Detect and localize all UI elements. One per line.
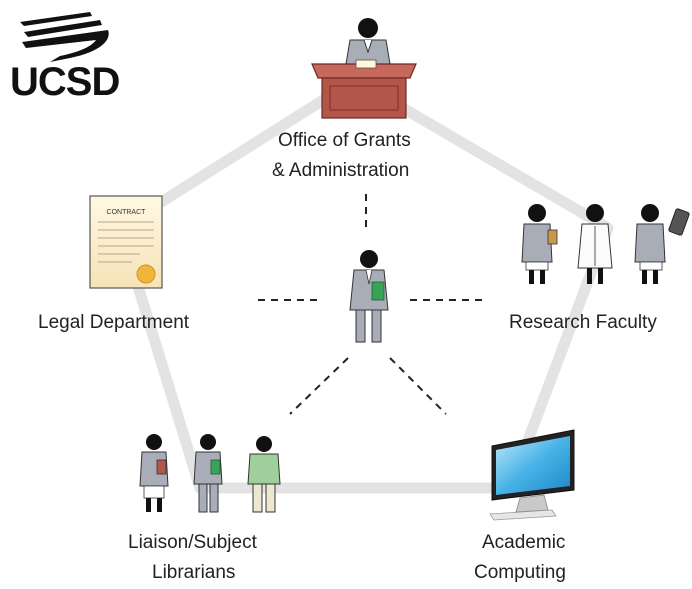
- grants-label-line2: & Administration: [272, 160, 410, 181]
- librarian-person-3: [247, 436, 281, 513]
- connector-librarians: [289, 357, 349, 415]
- grants-label-line1: Office of Grants: [278, 130, 411, 151]
- faculty-person-calculator: [634, 204, 690, 284]
- computer-monitor-icon: [489, 429, 575, 521]
- librarian-person-2: [193, 434, 223, 513]
- librarians-label-line1: Liaison/Subject: [128, 532, 257, 553]
- ucsd-logo-text: UCSD: [10, 60, 120, 104]
- dashed-connectors: [258, 194, 488, 415]
- faculty-person-clipboard: [521, 204, 558, 284]
- faculty-person-labcoat: [577, 204, 613, 284]
- legal-label: Legal Department: [38, 312, 190, 333]
- research-faculty-figures: [521, 204, 690, 284]
- central-person-icon: [349, 250, 389, 343]
- grants-desk-icon: [311, 18, 417, 119]
- computing-label-line1: Academic: [482, 532, 566, 553]
- contract-icon: CONTRACT: [89, 195, 163, 289]
- ucsd-logo-mark: [20, 12, 109, 62]
- connector-computing: [389, 357, 447, 415]
- librarians-label-line2: Librarians: [152, 562, 236, 583]
- research-label: Research Faculty: [509, 312, 657, 333]
- librarians-figures: [139, 434, 281, 513]
- librarian-person-1: [139, 434, 169, 512]
- computing-label-line2: Computing: [474, 562, 566, 583]
- contract-title: CONTRACT: [107, 209, 147, 216]
